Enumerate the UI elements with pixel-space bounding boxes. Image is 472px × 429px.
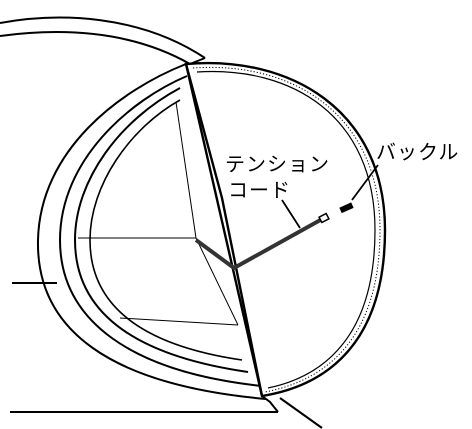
top-strap-inner xyxy=(0,32,190,64)
tension-cord-label-line2: コード xyxy=(228,178,291,202)
lid-cover xyxy=(186,63,385,396)
tension-cord-label-line1: テンション xyxy=(225,152,330,176)
interior-edge-top xyxy=(176,102,196,238)
buckle-label: バックル xyxy=(376,140,459,164)
interior-edge-bottom xyxy=(120,318,238,325)
top-strap-outer xyxy=(0,18,205,58)
base-corner xyxy=(262,396,278,412)
base-leader-line xyxy=(280,398,322,428)
